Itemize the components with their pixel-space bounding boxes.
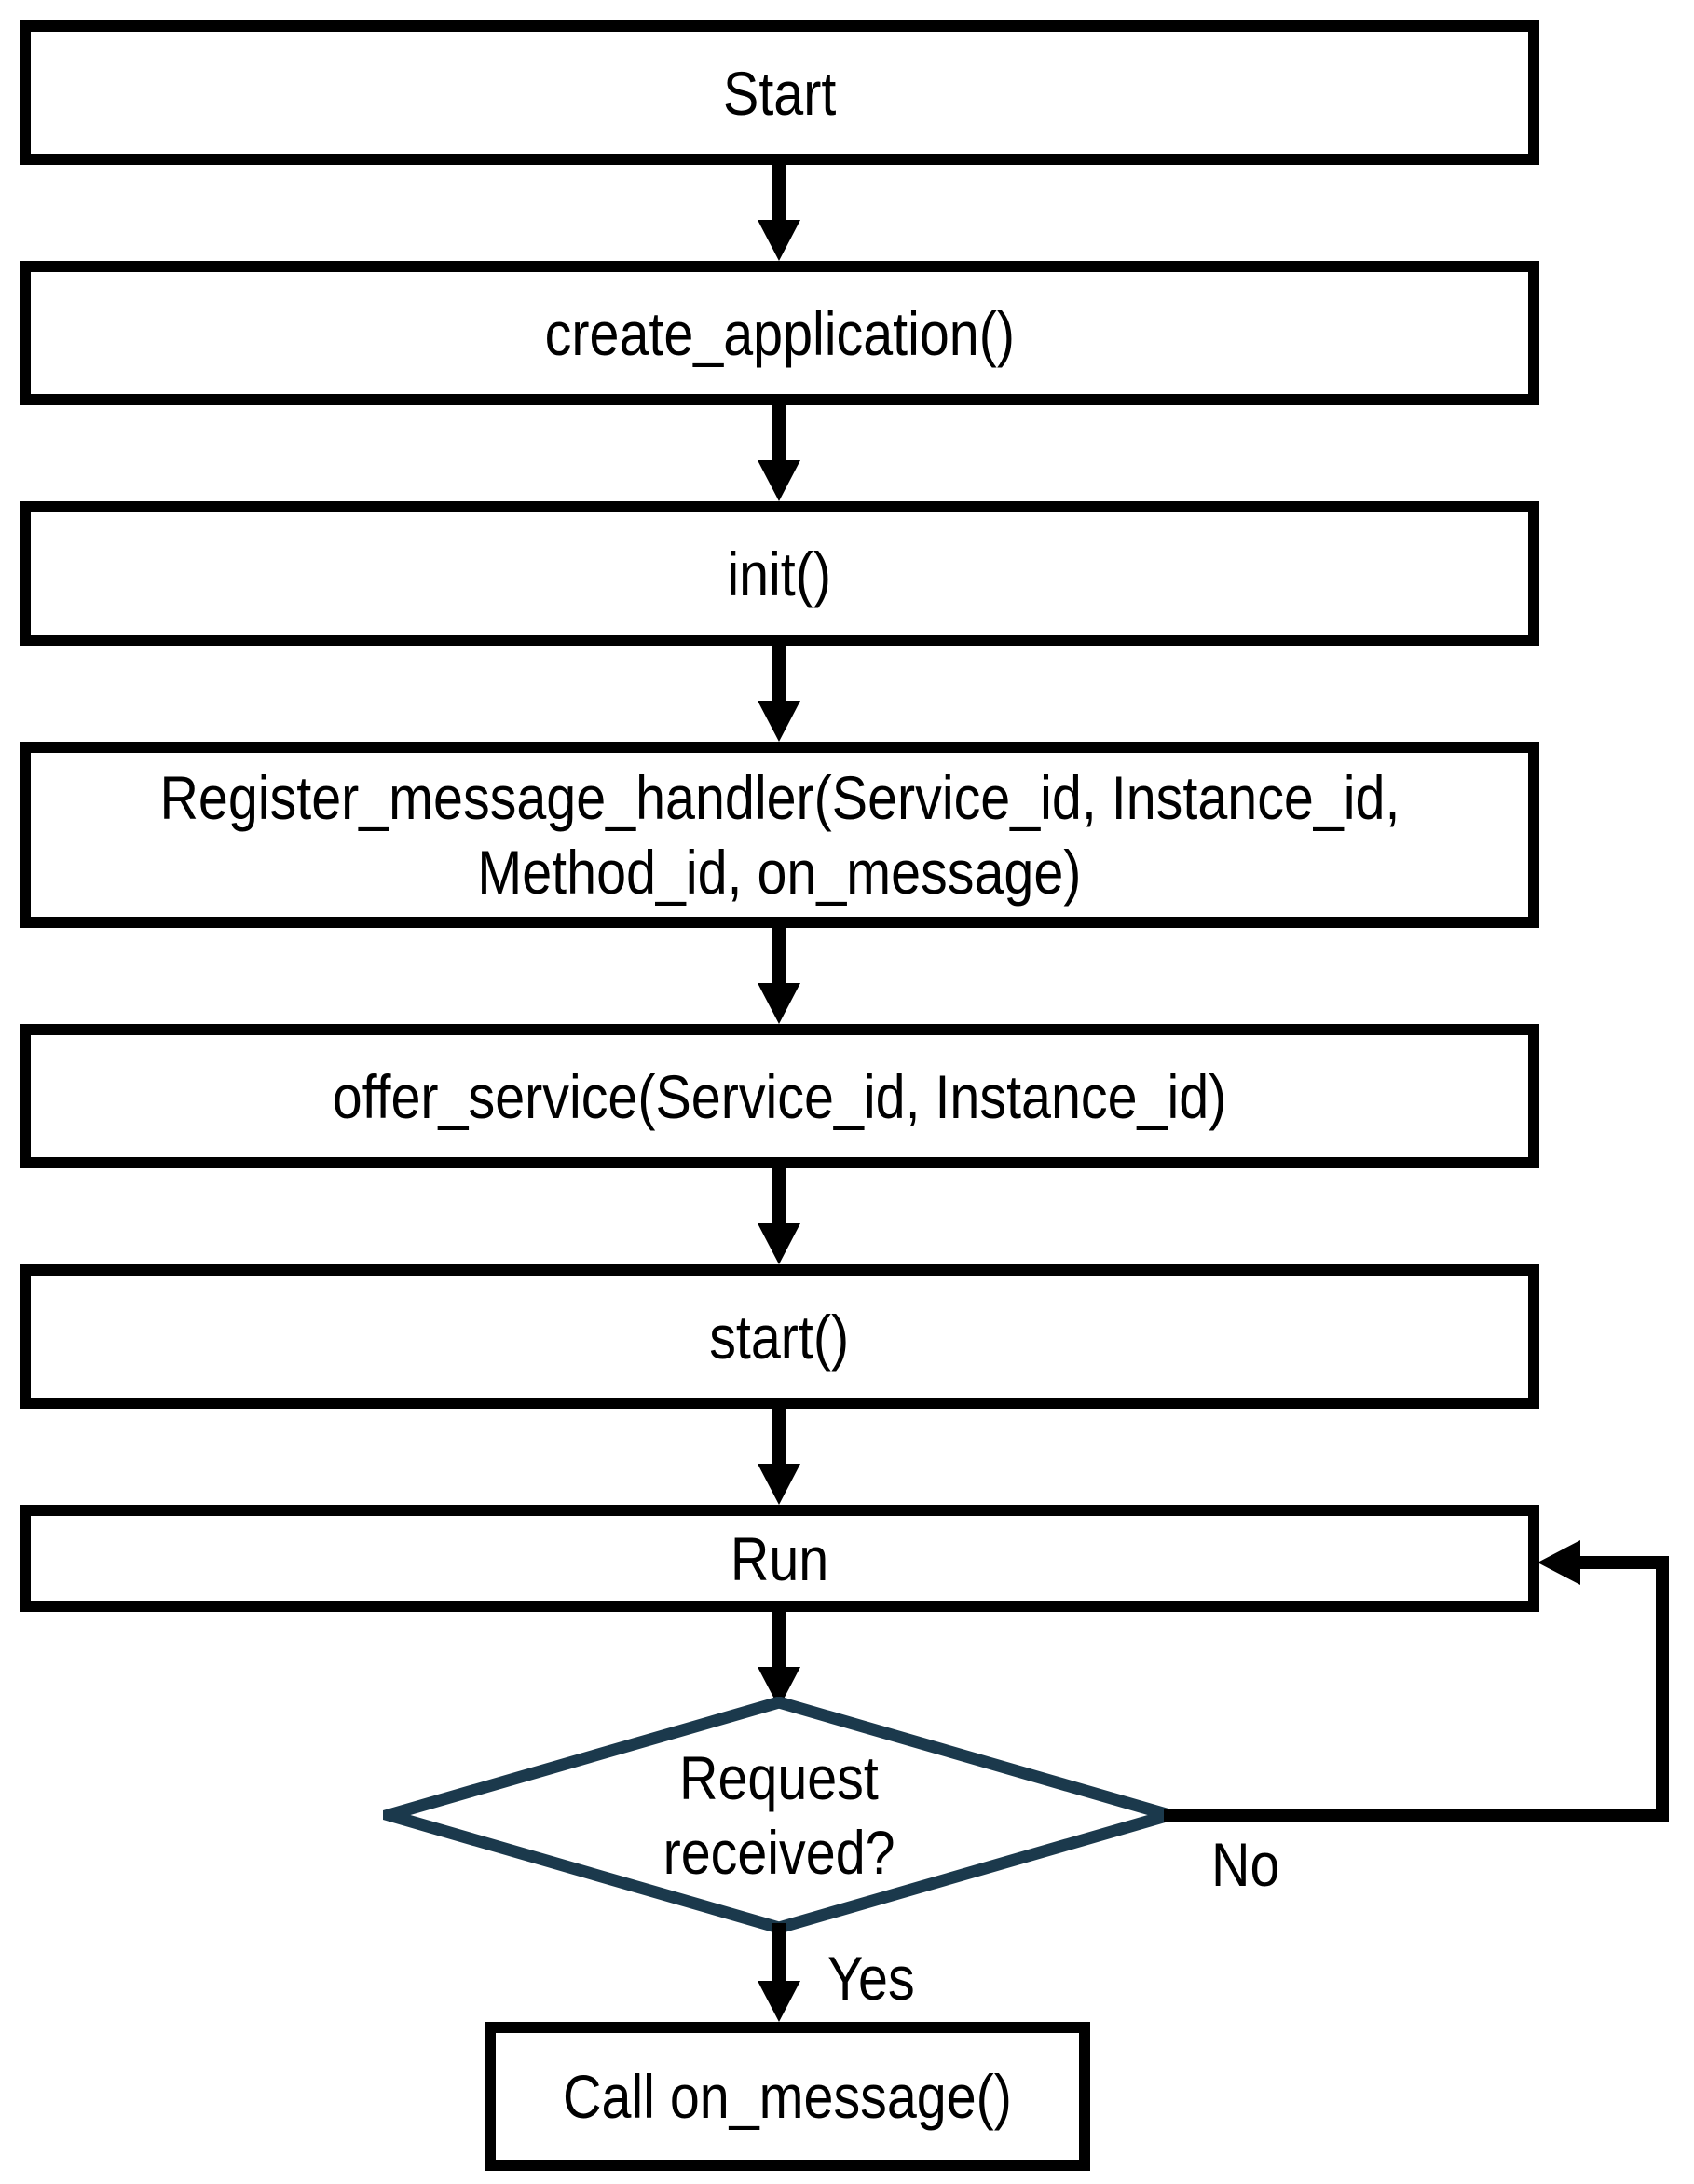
request-received-decision-label: Request received?: [499, 1716, 1059, 1914]
arrow-init-to-register-handler-shaft: [772, 646, 786, 702]
arrow-run-to-decision-shaft: [772, 1612, 786, 1668]
arrow-create-application-to-init-shaft: [772, 405, 786, 461]
arrow-start-to-create-application-head: [758, 220, 800, 261]
start-call-node: start(): [20, 1264, 1539, 1409]
offer-service-node-label: offer_service(Service_id, Instance_id): [332, 1061, 1227, 1131]
arrow-start-call-to-run-head: [758, 1464, 800, 1505]
yes-branch-label: Yes: [827, 1944, 915, 2013]
run-node-label: Run: [730, 1523, 829, 1593]
arrow-register-handler-to-offer-service-shaft: [772, 928, 786, 984]
start-node-label: Start: [722, 58, 837, 128]
start-call-node-label: start(): [709, 1302, 850, 1372]
offer-service-node: offer_service(Service_id, Instance_id): [20, 1024, 1539, 1168]
no-branch-label: No: [1211, 1830, 1280, 1899]
start-node: Start: [20, 20, 1539, 165]
register-message-handler-node: Register_message_handler(Service_id, Ins…: [20, 742, 1539, 928]
arrow-offer-service-to-start-call-shaft: [772, 1168, 786, 1224]
call-on-message-node-label: Call on_message(): [563, 2062, 1012, 2131]
arrow-decision-to-call-on-message-shaft: [772, 1923, 786, 1981]
register-message-handler-line1: Register_message_handler(Service_id, Ins…: [159, 763, 1400, 832]
register-message-handler-line2: Method_id, on_message): [477, 838, 1082, 907]
no-branch-horizontal-line: [1164, 1809, 1669, 1822]
arrow-init-to-register-handler-head: [758, 701, 800, 742]
arrow-offer-service-to-start-call-head: [758, 1223, 800, 1264]
create-application-node: create_application(): [20, 261, 1539, 405]
arrow-start-to-create-application-shaft: [772, 165, 786, 221]
init-node-label: init(): [727, 539, 832, 608]
run-node: Run: [20, 1505, 1539, 1612]
no-branch-arrowhead: [1537, 1540, 1580, 1585]
call-on-message-node: Call on_message(): [485, 2022, 1090, 2171]
create-application-node-label: create_application(): [544, 298, 1015, 368]
no-branch-return-line: [1577, 1556, 1669, 1569]
arrow-decision-to-call-on-message-head: [758, 1981, 800, 2022]
arrow-start-call-to-run-shaft: [772, 1409, 786, 1465]
request-received-line1: Request: [679, 1743, 879, 1812]
arrow-register-handler-to-offer-service-head: [758, 983, 800, 1024]
no-branch-vertical-line: [1656, 1556, 1669, 1822]
init-node: init(): [20, 501, 1539, 646]
request-received-line2: received?: [663, 1818, 895, 1887]
arrow-create-application-to-init-head: [758, 460, 800, 501]
